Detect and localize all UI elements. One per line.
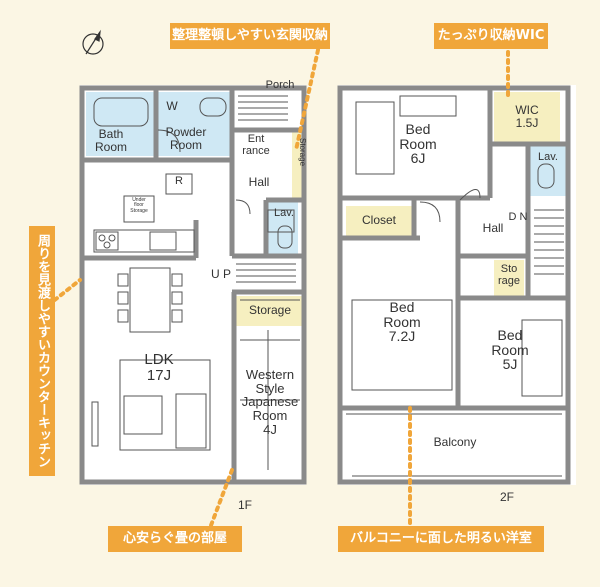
room-storage-2f: Sto rage [497,263,521,287]
room-closet: Closet [361,213,396,227]
stairs-up-label: U P [210,267,231,281]
floor2-label: 2F [500,490,515,504]
room-storage-1f: Storage [248,303,292,317]
refrigerator-mark: R [175,175,183,187]
callout-balcony: バルコニーに面した明るい洋室 [338,526,544,552]
callout-kitchen: 周りを見渡しやすいカウンターキッチン [29,226,55,476]
callout-wic: たっぷり収納WIC [434,23,548,49]
callout-leaders [40,48,510,530]
room-entrance: Ent rance [242,133,270,157]
room-hall-1f: Hall [248,175,270,189]
room-bed-6: Bed Room 6J [399,121,437,167]
washer-mark: W [166,99,178,113]
floor1-details [91,95,300,470]
room-hall-2f: Hall [482,221,504,235]
closet-fill [346,206,412,236]
storage-1f-fill [236,296,304,326]
floor1-walls [79,85,307,485]
room-underfloor-storage: Under floor Storage [130,197,148,214]
room-western-japanese: Western Style Japanese Room 4J [241,367,299,437]
room-porch: Porch [265,79,295,91]
room-entrance-storage: Storage [298,138,307,167]
wic-fill [494,92,560,142]
room-powder: Powder Room [165,125,207,152]
floor1-label: 1F [238,498,253,512]
bath-room-fill [86,92,156,156]
callout-tatami: 心安らぐ畳の部屋 [108,526,242,552]
room-bed-72: Bed Room 7.2J [383,299,421,345]
room-bed-5: Bed Room 5J [491,327,529,373]
room-ldk: LDK 17J [144,351,174,384]
room-balcony: Balcony [433,435,477,449]
compass-icon [82,29,104,55]
storage-2f-fill [494,260,524,296]
powder-room-fill [156,92,230,156]
lav-1f-fill [268,200,298,256]
callout-entrance-storage: 整理整頓しやすい玄関収納 [170,23,330,49]
floor2-walls [337,85,571,485]
room-lav-1f: Lav. [274,207,294,219]
room-bath: Bath Room [94,127,127,154]
floor2-details [346,95,564,477]
stairs-down-label: D N [508,211,528,223]
room-wic: WIC 1.5J [515,103,539,130]
room-lav-2f: Lav. [538,151,558,163]
